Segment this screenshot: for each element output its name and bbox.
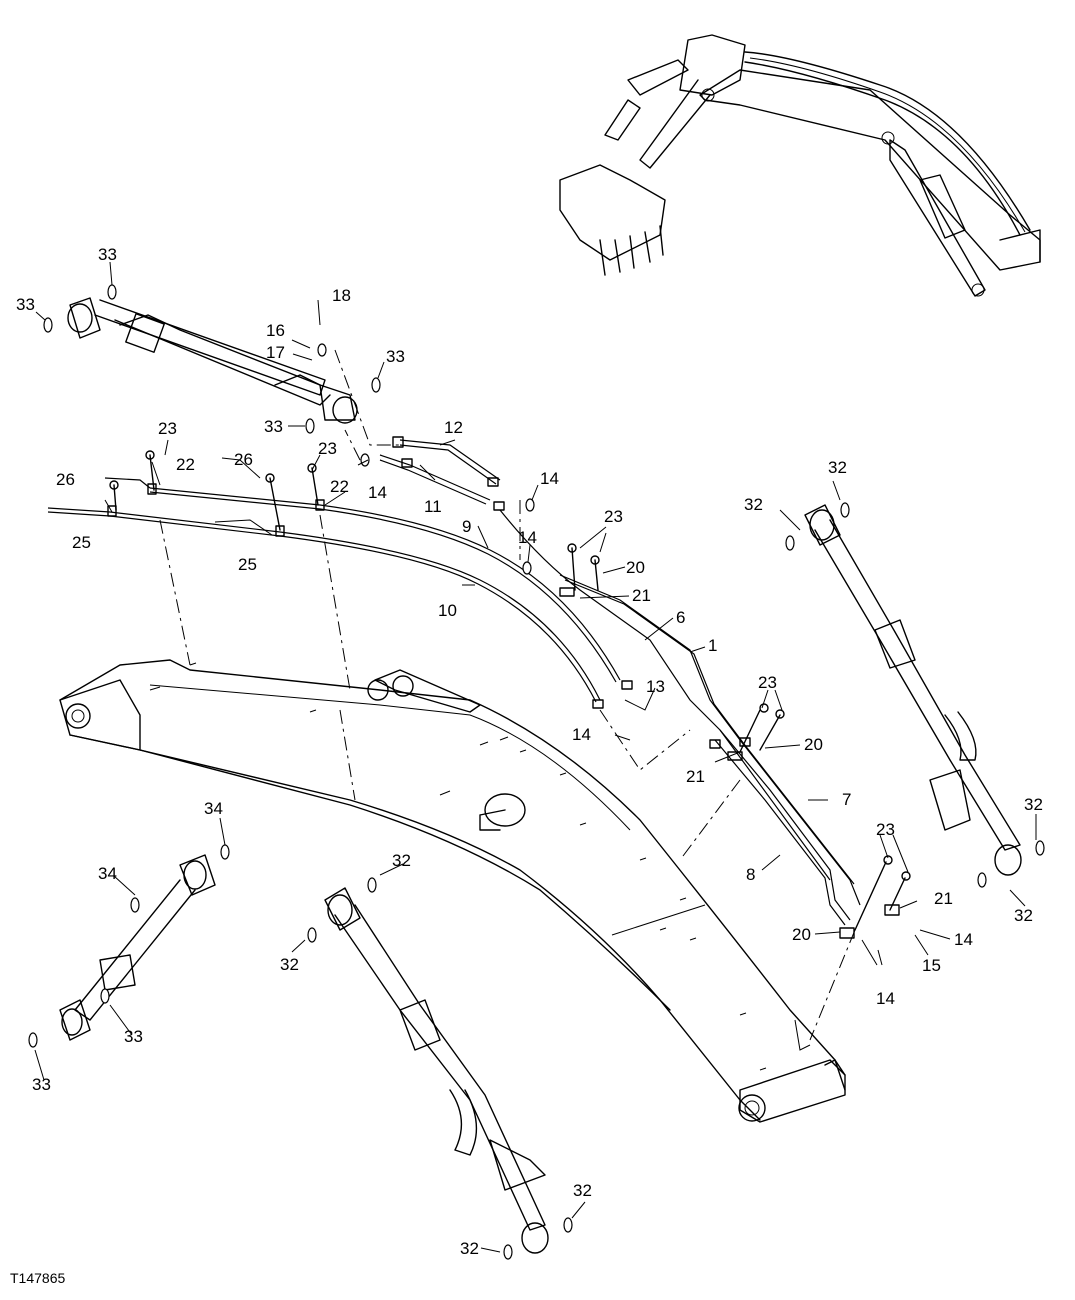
callout-10: 10 bbox=[438, 601, 457, 620]
leader-lines bbox=[34, 261, 1037, 1253]
assembled-view-inset bbox=[559, 34, 1041, 297]
arm-cylinder bbox=[67, 297, 358, 424]
callout-32: 32 bbox=[573, 1181, 592, 1200]
callout-20: 20 bbox=[804, 735, 823, 754]
callout-8: 8 bbox=[746, 865, 755, 884]
callout-21: 21 bbox=[686, 767, 705, 786]
callout-7: 7 bbox=[842, 790, 851, 809]
callout-25: 25 bbox=[238, 555, 257, 574]
callout-23: 23 bbox=[876, 820, 895, 839]
callout-33: 33 bbox=[32, 1075, 51, 1094]
callout-32: 32 bbox=[280, 955, 299, 974]
callout-14: 14 bbox=[540, 469, 559, 488]
alignment-lines bbox=[159, 349, 856, 1041]
callout-34: 34 bbox=[98, 864, 117, 883]
callout-16: 16 bbox=[266, 321, 285, 340]
callout-13: 13 bbox=[646, 677, 665, 696]
o-rings bbox=[28, 284, 1045, 1260]
callout-14: 14 bbox=[518, 528, 537, 547]
callout-23: 23 bbox=[758, 673, 777, 692]
callout-25: 25 bbox=[72, 533, 91, 552]
callout-9: 9 bbox=[462, 517, 471, 536]
callout-26: 26 bbox=[234, 450, 253, 469]
callout-21: 21 bbox=[632, 586, 651, 605]
callout-32: 32 bbox=[744, 495, 763, 514]
callout-34: 34 bbox=[204, 799, 223, 818]
callout-17: 17 bbox=[266, 343, 285, 362]
callout-14: 14 bbox=[954, 930, 973, 949]
callout-18: 18 bbox=[332, 286, 351, 305]
callout-6: 6 bbox=[676, 608, 685, 627]
callout-32: 32 bbox=[460, 1239, 479, 1258]
boom-cylinder-right bbox=[804, 504, 1022, 876]
callout-14: 14 bbox=[572, 725, 591, 744]
callout-33: 33 bbox=[16, 295, 35, 314]
boom-cylinder-lower bbox=[324, 887, 549, 1254]
bucket-cylinder bbox=[59, 854, 216, 1041]
callout-22: 22 bbox=[330, 477, 349, 496]
callout-23: 23 bbox=[318, 439, 337, 458]
callout-23: 23 bbox=[604, 507, 623, 526]
callout-21: 21 bbox=[934, 889, 953, 908]
callout-15: 15 bbox=[922, 956, 941, 975]
callout-23: 23 bbox=[158, 419, 177, 438]
callout-12: 12 bbox=[444, 418, 463, 437]
callout-32: 32 bbox=[392, 851, 411, 870]
callout-33: 33 bbox=[124, 1027, 143, 1046]
callout-14: 14 bbox=[368, 483, 387, 502]
callout-11: 11 bbox=[424, 497, 442, 516]
hydraulic-lines bbox=[47, 436, 911, 939]
callout-33: 33 bbox=[386, 347, 405, 366]
callout-33: 33 bbox=[98, 245, 117, 264]
callout-22: 22 bbox=[176, 455, 195, 474]
callout-14: 14 bbox=[876, 989, 895, 1008]
callout-32: 32 bbox=[828, 458, 847, 477]
callout-20: 20 bbox=[792, 925, 811, 944]
callout-33: 33 bbox=[264, 417, 283, 436]
callout-32: 32 bbox=[1014, 906, 1033, 925]
boom-structure bbox=[59, 659, 846, 1123]
callout-26: 26 bbox=[56, 470, 75, 489]
callout-20: 20 bbox=[626, 558, 645, 577]
callout-labels: 33 33 33 33 18 16 17 14 12 11 14 14 23 2… bbox=[16, 245, 1043, 1258]
callout-1: 1 bbox=[708, 636, 717, 655]
figure-reference-code: T147865 bbox=[10, 1270, 66, 1286]
callout-32: 32 bbox=[1024, 795, 1043, 814]
